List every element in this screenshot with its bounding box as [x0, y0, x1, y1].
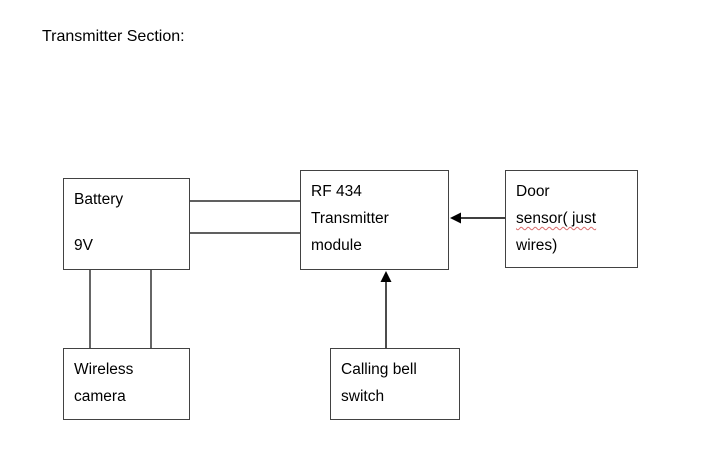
- bell-label-line1: Calling bell: [341, 361, 417, 378]
- diagram-title: Transmitter Section:: [42, 28, 185, 45]
- door-label-line3: wires): [516, 237, 558, 254]
- door-label-line1: Door: [516, 183, 550, 200]
- door-label-line2: sensor( just: [516, 210, 597, 227]
- rf-label-line3: module: [311, 237, 362, 254]
- battery-label-line2: 9V: [74, 237, 93, 254]
- camera-label-line2: camera: [74, 388, 126, 405]
- calling-bell-box: Calling bell switch: [330, 348, 460, 420]
- wireless-camera-box: Wireless camera: [63, 348, 190, 420]
- rf-label-line1: RF 434: [311, 183, 362, 200]
- camera-label-line1: Wireless: [74, 361, 134, 378]
- door-sensor-box: Door sensor( just wires): [505, 170, 638, 268]
- bell-rf-arrow-head: [380, 271, 392, 282]
- battery-label-line1: Battery: [74, 191, 124, 208]
- rf-transmitter-box: RF 434 Transmitter module: [300, 170, 449, 270]
- bell-label-line2: switch: [341, 388, 385, 405]
- rf-label-line2: Transmitter: [311, 210, 389, 227]
- battery-box: Battery 9V: [63, 178, 190, 270]
- door-rf-arrow-head: [450, 212, 461, 224]
